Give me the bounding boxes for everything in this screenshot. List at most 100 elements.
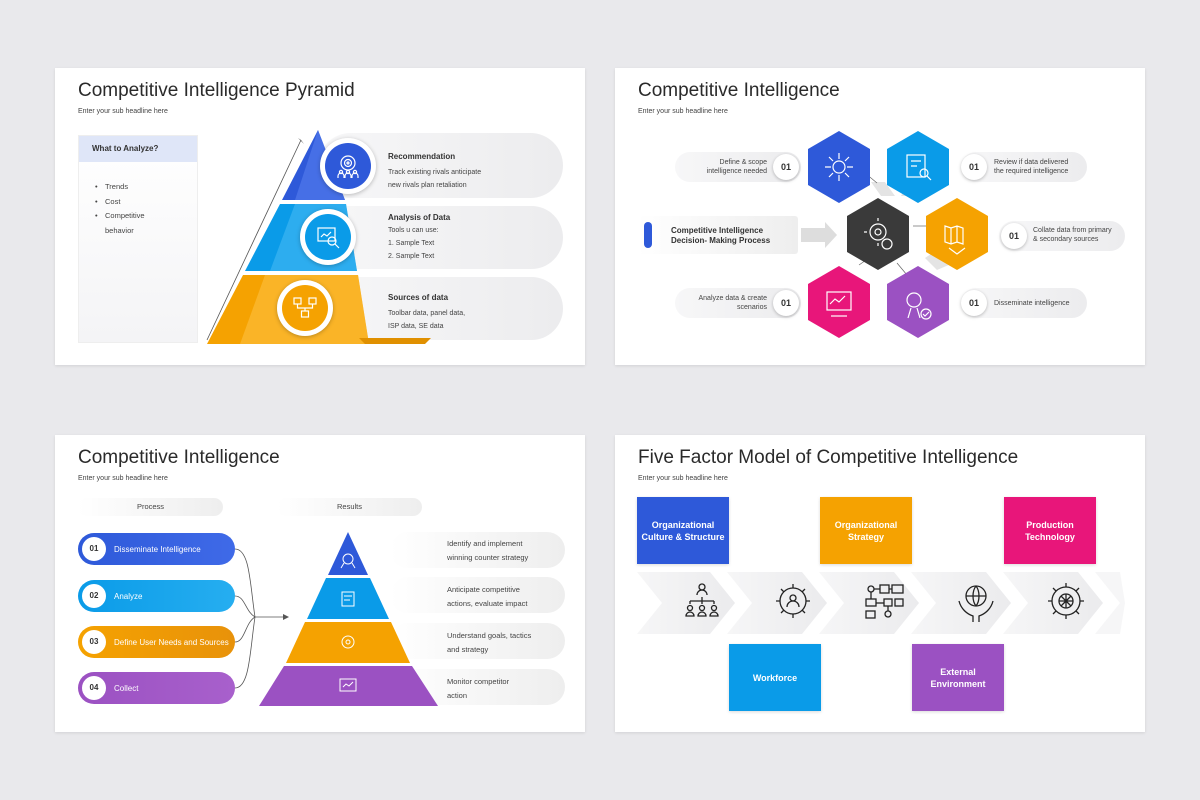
step-number: 01 [961,154,987,180]
result-pill [390,532,565,568]
process-header: Process [78,498,223,516]
result-text: Monitor competitor action [447,675,509,703]
analyze-panel-header: What to Analyze? [79,136,197,162]
chevron-band [637,572,1125,634]
step-line: Define & scope [719,159,767,166]
result-line: action [447,691,468,700]
step-line: scenarios [737,304,767,311]
result-line: Identify and implement [447,539,523,548]
result-line: Anticipate competitive [447,585,520,594]
tier-line: 2. Sample Text [388,253,435,260]
slide-subtitle: Enter your sub headline here [638,475,728,482]
analyze-panel: What to Analyze? Trends Cost Competitive… [78,135,198,343]
flowchart-icon [865,584,904,619]
gear-network-icon [1048,583,1084,619]
step-line: & secondary sources [1033,236,1099,243]
slide-five-factor-model[interactable]: Five Factor Model of Competitive Intelli… [615,435,1145,732]
globe-hands-icon [958,585,994,622]
decision-process-text: Competitive Intelligence Decision- Makin… [671,226,770,246]
result-pill [390,623,565,659]
list-item: Cost [95,195,175,210]
gear-people-icon [776,584,810,618]
step-number: 02 [82,584,106,608]
list-item: Competitive behavior [95,209,175,238]
result-line: and strategy [447,645,489,654]
step-number: 03 [82,630,106,654]
result-pill [390,577,565,613]
accent-bar [644,222,652,248]
process-step[interactable]: 04 Collect [78,672,235,704]
step-label: Analyze [114,591,143,601]
step-line: the required intelligence [994,168,1069,175]
process-step[interactable]: 01 Disseminate Intelligence [78,533,235,565]
factor-workforce: Workforce [729,644,821,711]
tier-text: Tools u can use: 1. Sample Text 2. Sampl… [388,224,439,263]
tier-icon-circle [277,280,333,336]
step-number: 01 [1001,223,1027,249]
step-label: Define & scope intelligence needed [677,158,767,176]
tier-heading: Analysis of Data [388,213,451,222]
hex-process-graphic [801,131,988,338]
factor-external-environment: External Environment [912,644,1004,711]
factor-strategy: Organizational Strategy [820,497,912,564]
analyze-panel-title: What to Analyze? [92,144,159,153]
step-number: 01 [773,154,799,180]
step-line: Disseminate intelligence [994,300,1070,307]
step-line: Analyze data & create [698,295,768,302]
decision-process-label: Competitive Intelligence Decision- Makin… [638,216,798,254]
decision-line: Competitive Intelligence [671,226,764,235]
tier-icon-circle [300,209,356,265]
slide-subtitle: Enter your sub headline here [78,475,168,482]
team-target-icon [337,155,359,178]
step-label: Review if data delivered the required in… [994,158,1068,176]
tier-line: Toolbar data, panel data, [388,310,466,317]
tier-pill [318,206,563,269]
process-step[interactable]: 02 Analyze [78,580,235,612]
result-line: winning counter strategy [447,553,529,562]
slide-title: Competitive Intelligence [78,447,280,468]
result-line: Understand goals, tactics [447,631,532,640]
org-chart-icon [685,583,719,617]
step-label: Disseminate intelligence [994,299,1069,308]
list-item: Trends [95,180,175,195]
result-text: Identify and implement winning counter s… [447,537,528,565]
step-line: Collate data from primary [1033,227,1112,234]
step-line: intelligence needed [706,168,767,175]
slide-subtitle: Enter your sub headline here [638,108,728,115]
results-header: Results [277,498,422,516]
step-number: 01 [773,290,799,316]
slide-title: Competitive Intelligence [638,80,840,101]
analyze-list: Trends Cost Competitive behavior [95,180,175,238]
step-line: Review if data delivered [994,159,1069,166]
process-step[interactable]: 03 Define User Needs and Sources [78,626,235,658]
factor-culture-structure: Organizational Culture & Structure [637,497,729,564]
tier-text: Toolbar data, panel data, ISP data, SE d… [388,307,465,333]
step-number: 01 [961,290,987,316]
slide-subtitle: Enter your sub headline here [78,108,168,115]
network-sources-icon [293,297,317,318]
tier-line: 1. Sample Text [388,240,435,247]
slide-ci-process-results[interactable]: Competitive Intelligence Enter your sub … [55,435,585,732]
tier-text: Track existing rivals anticipate new riv… [388,166,481,192]
tier-icon-circle [320,138,376,194]
tier-heading: Recommendation [388,152,456,161]
result-line: Monitor competitor [447,677,510,686]
tier-line: ISP data, SE data [388,323,444,330]
result-text: Anticipate competitive actions, evaluate… [447,583,527,611]
step-label: Define User Needs and Sources [114,637,229,647]
step-label: Collate data from primary & secondary so… [1033,226,1112,244]
tier-line: Track existing rivals anticipate [388,169,482,176]
tier-line: new rivals plan retaliation [388,182,467,189]
result-line: actions, evaluate impact [447,599,528,608]
step-number: 04 [82,676,106,700]
step-label: Collect [114,683,139,693]
slide-ci-pyramid[interactable]: Competitive Intelligence Pyramid Enter y… [55,68,585,365]
factor-production-technology: Production Technology [1004,497,1096,564]
data-analysis-icon [317,227,340,249]
decision-line: Decision- Making Process [671,236,771,245]
step-number: 01 [82,537,106,561]
tier-heading: Sources of data [388,293,449,302]
slide-ci-hex-process[interactable]: Competitive Intelligence Enter your sub … [615,68,1145,365]
slide-title: Competitive Intelligence Pyramid [78,80,355,101]
step-label: Analyze data & create scenarios [677,294,768,312]
